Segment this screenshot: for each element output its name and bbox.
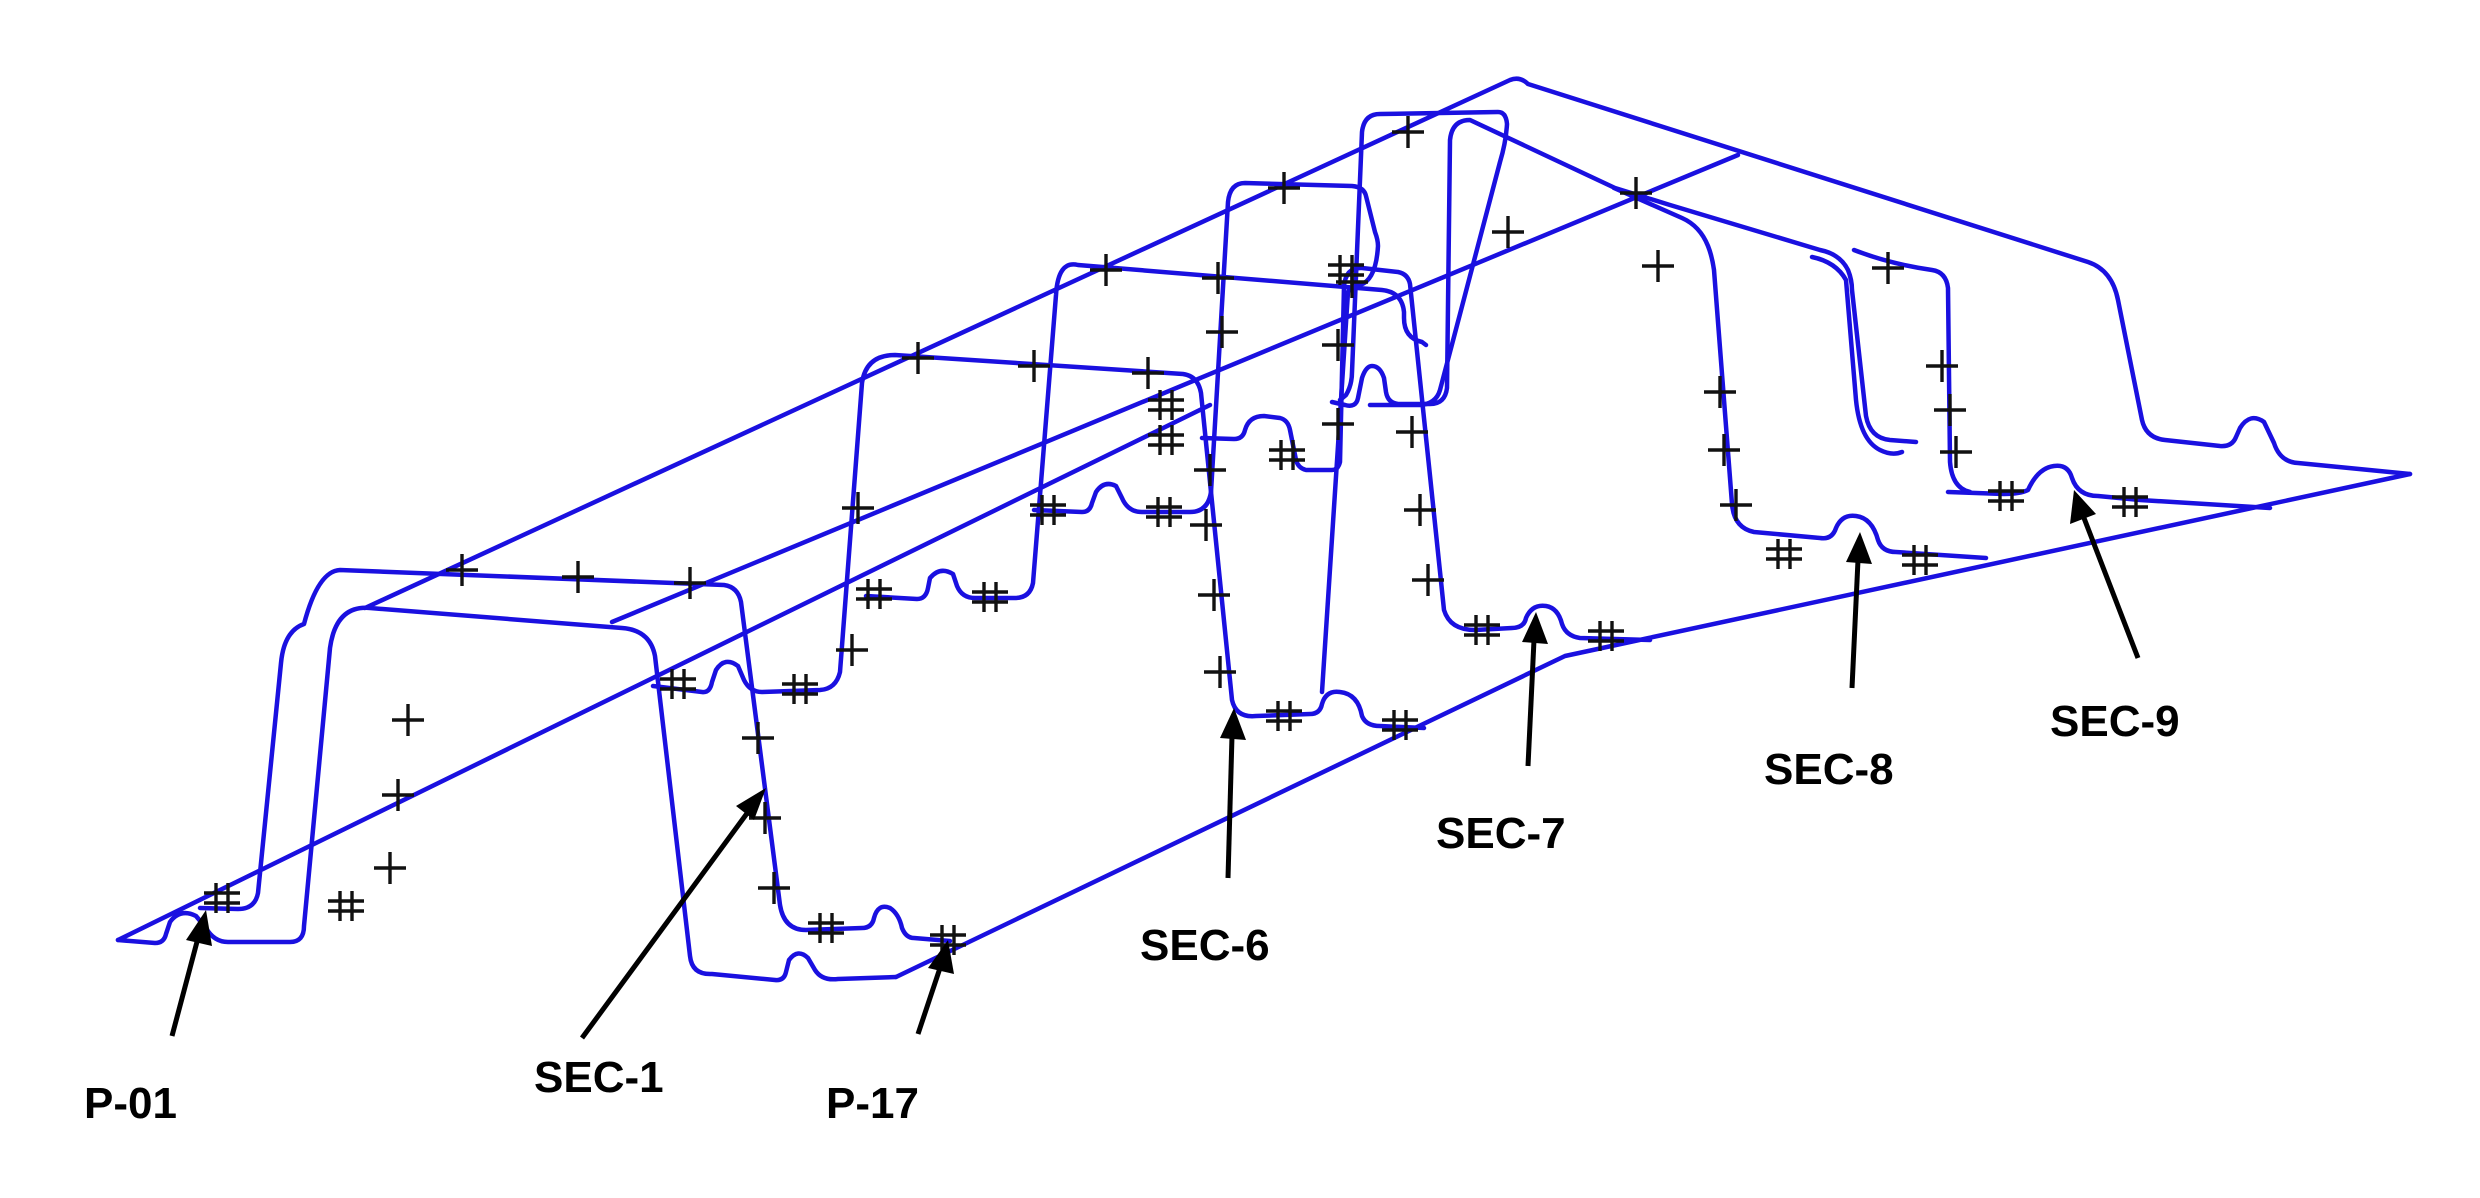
- pipe-section-p01: [115, 605, 899, 983]
- arrow-sec6: [1220, 708, 1246, 879]
- pipe-riser-upper: [1329, 117, 1919, 445]
- label-sec9: SEC-9: [2050, 697, 2180, 746]
- label-p17: P-17: [826, 1079, 919, 1128]
- joint-marker: [1924, 348, 1960, 384]
- flange-marker: [1764, 537, 1804, 571]
- flange-marker: [1146, 423, 1186, 457]
- pipe-riser-top: [1337, 109, 1510, 408]
- pipe-riser-sec9-leg: [1851, 247, 1973, 495]
- label-sec6: SEC-6: [1140, 921, 1270, 970]
- leader-arrows: [169, 490, 2141, 1040]
- joint-marker: [1320, 327, 1356, 363]
- pipe-section-sec1: [197, 567, 953, 944]
- arrow-p01: [169, 910, 212, 1037]
- joint-marker: [1490, 214, 1526, 250]
- arrow-sec9: [2070, 490, 2141, 659]
- joint-marker: [1200, 260, 1236, 296]
- labels: P-01 SEC-1 P-17 SEC-6 SEC-7 SEC-8 SEC-9: [84, 697, 2180, 1128]
- joint-marker: [1640, 248, 1676, 284]
- joint-marker: [372, 850, 408, 886]
- pipe-upper-header: [362, 76, 2413, 611]
- joint-marker: [756, 870, 792, 906]
- joint-marker: [1130, 355, 1166, 391]
- pipe-lower-header: [115, 402, 1213, 943]
- joint-marker: [390, 702, 426, 738]
- pipe-riser-right: [1611, 185, 1989, 561]
- flange-marker: [854, 577, 894, 611]
- joint-marker: [1196, 577, 1232, 613]
- joint-marker: [840, 490, 876, 526]
- joint-markers: [202, 114, 2150, 957]
- label-sec8: SEC-8: [1764, 745, 1894, 794]
- arrow-sec7: [1522, 612, 1548, 767]
- pipe-section-sec6: [650, 352, 1427, 731]
- pipe-riser-far-right: [1809, 254, 1905, 456]
- joint-marker: [1192, 452, 1228, 488]
- joint-marker: [1718, 487, 1754, 523]
- arrow-p17: [915, 940, 954, 1035]
- pipe-base-line: [893, 471, 2413, 980]
- joint-marker: [1320, 406, 1356, 442]
- label-p01: P-01: [84, 1079, 177, 1128]
- label-sec1: SEC-1: [534, 1053, 664, 1102]
- pipe-middle-header: [609, 152, 1741, 625]
- arrow-sec1: [579, 788, 766, 1040]
- pipe-section-sec7-main: [1199, 265, 1653, 643]
- label-sec7: SEC-7: [1436, 809, 1566, 858]
- joint-marker: [1016, 348, 1052, 384]
- arrow-sec8: [1846, 532, 1872, 689]
- joint-marker: [560, 559, 596, 595]
- joint-marker: [740, 720, 776, 756]
- flange-marker: [1900, 543, 1940, 577]
- joint-marker: [1932, 392, 1968, 428]
- pipe-section-sec6-back: [863, 262, 1429, 602]
- joint-marker: [1938, 434, 1974, 470]
- joint-marker: [1702, 374, 1738, 410]
- joint-marker: [1706, 432, 1742, 468]
- flange-marker: [326, 889, 366, 923]
- joint-marker: [1204, 314, 1240, 350]
- pipe-network: [115, 76, 2413, 983]
